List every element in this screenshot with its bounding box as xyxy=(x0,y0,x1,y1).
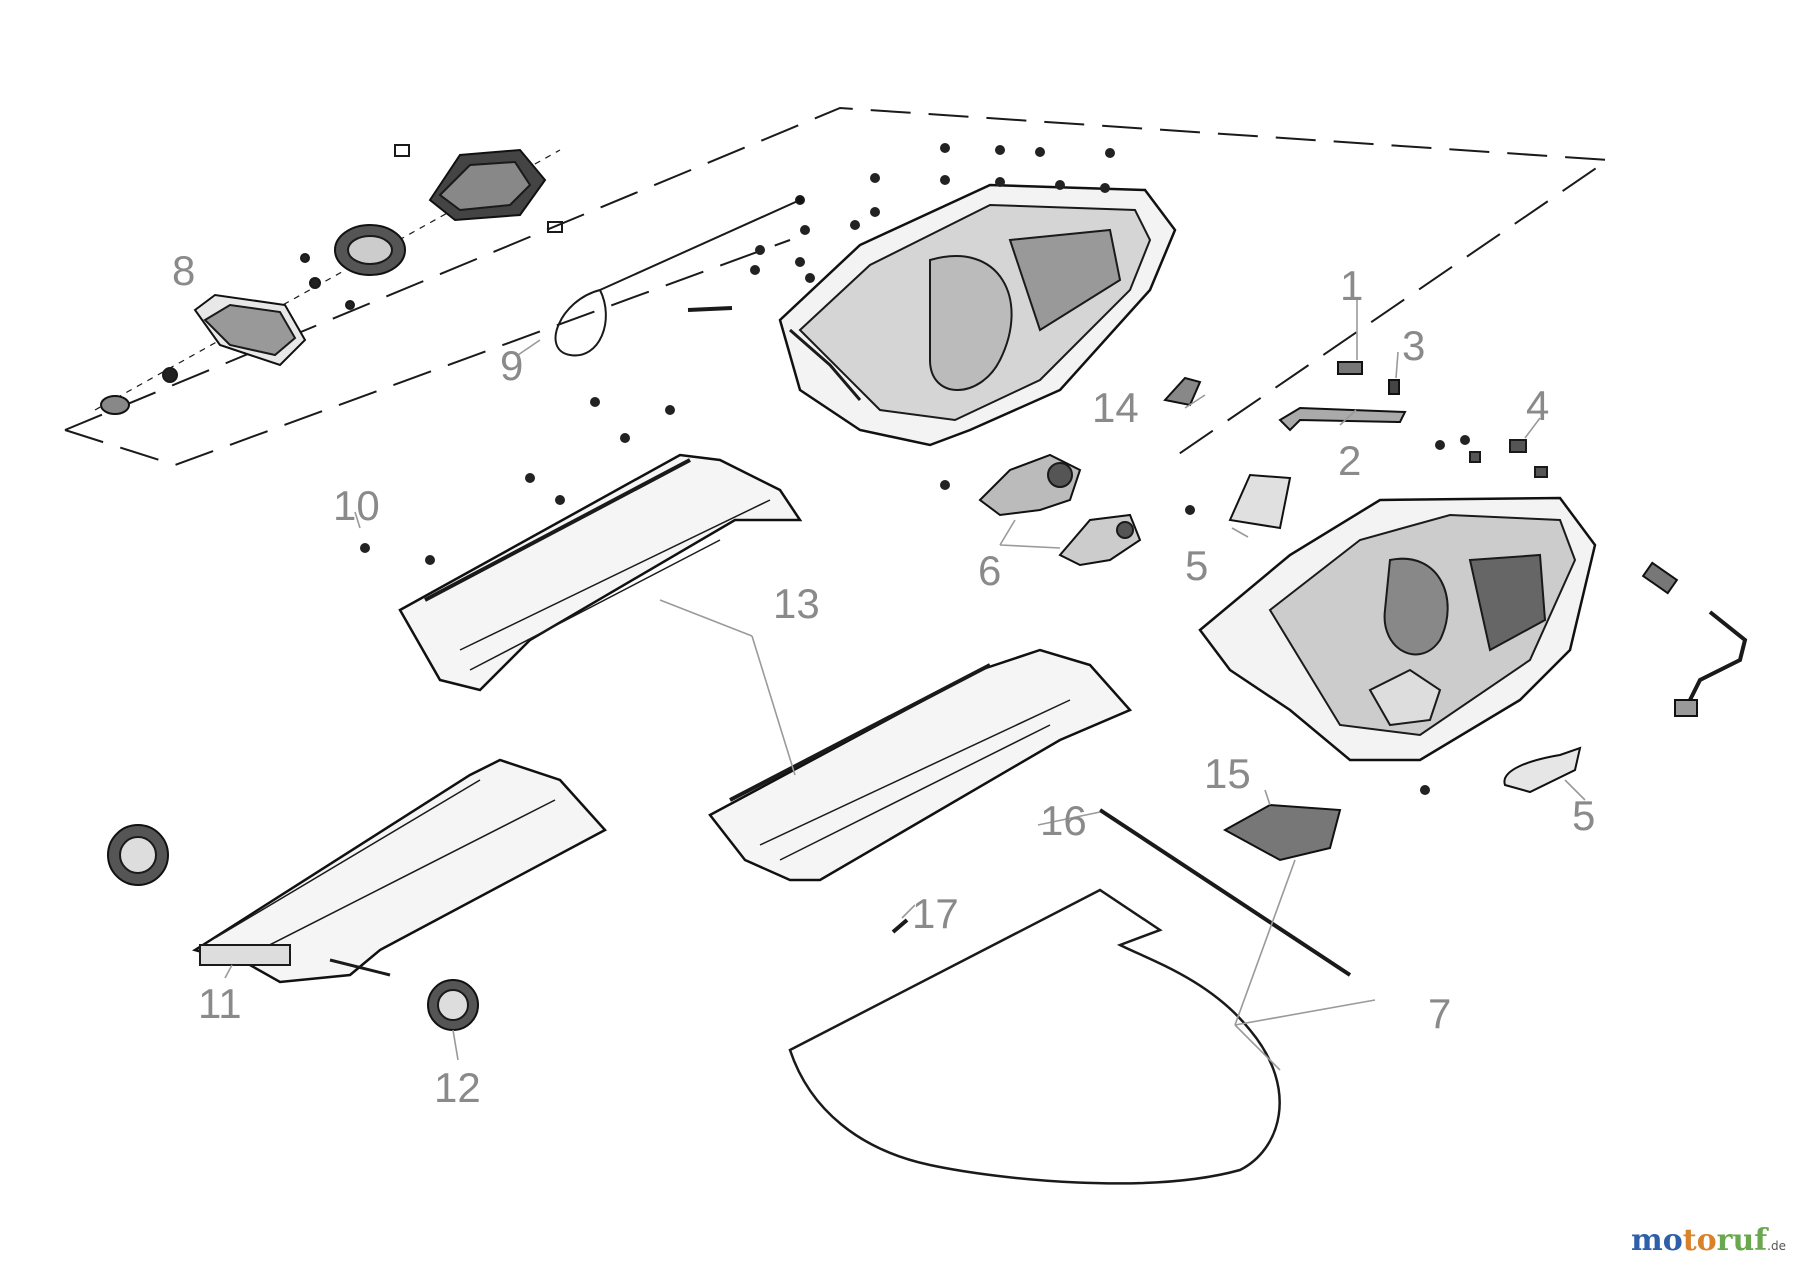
callout-3: 3 xyxy=(1402,322,1425,369)
part-1-small-component xyxy=(1337,361,1363,375)
part-7-collection-bag xyxy=(788,888,1281,1185)
part-6-trigger-set xyxy=(978,453,1142,567)
callout-8: 8 xyxy=(172,247,195,294)
part-16-strap xyxy=(1098,808,1352,977)
callout-12: 12 xyxy=(434,1064,481,1111)
callout-5b: 5 xyxy=(1572,792,1595,839)
part-12-wheel xyxy=(107,824,479,1031)
part-5-grill-cover xyxy=(1228,473,1292,530)
part-13-tube-lower xyxy=(708,648,1133,882)
part-13-tube-upper xyxy=(398,453,803,692)
part-housing-lower xyxy=(1198,496,1597,762)
part-housing-upper xyxy=(778,183,1177,447)
part-9-cable-loop xyxy=(554,195,805,357)
callout-11: 11 xyxy=(198,980,242,1027)
callout-labels: 1 2 3 4 5 5 6 7 8 9 10 11 12 13 14 15 16… xyxy=(172,247,1595,1111)
callout-5a: 5 xyxy=(1185,542,1208,589)
callout-2: 2 xyxy=(1338,437,1361,484)
callout-9: 9 xyxy=(500,342,523,389)
brand-logo: motoruf.de xyxy=(1631,1223,1786,1258)
callout-13: 13 xyxy=(773,580,820,627)
callout-16: 16 xyxy=(1040,797,1087,844)
part-8-motor-assembly xyxy=(94,144,563,415)
callout-10: 10 xyxy=(333,482,380,529)
screw-set-upper xyxy=(360,143,1470,795)
part-2-lever xyxy=(1278,406,1407,432)
part-15-latch xyxy=(1222,803,1342,862)
part-3-spring xyxy=(1388,379,1400,395)
part-5-knob xyxy=(1503,746,1582,794)
part-17-screw xyxy=(891,918,909,934)
part-11-nozzle xyxy=(191,758,607,984)
part-14-switch xyxy=(1163,376,1202,407)
callout-15: 15 xyxy=(1204,750,1251,797)
callout-6: 6 xyxy=(978,547,1001,594)
callout-7: 7 xyxy=(1428,990,1451,1037)
part-power-cord xyxy=(1641,561,1748,717)
callout-14: 14 xyxy=(1092,384,1139,431)
callout-4: 4 xyxy=(1526,382,1549,429)
callout-17: 17 xyxy=(912,890,959,937)
callout-1: 1 xyxy=(1340,262,1363,309)
leader-lines xyxy=(224,300,1586,1071)
part-4-small-parts xyxy=(1469,439,1548,478)
assembly-boundary-dashed xyxy=(64,106,1611,467)
